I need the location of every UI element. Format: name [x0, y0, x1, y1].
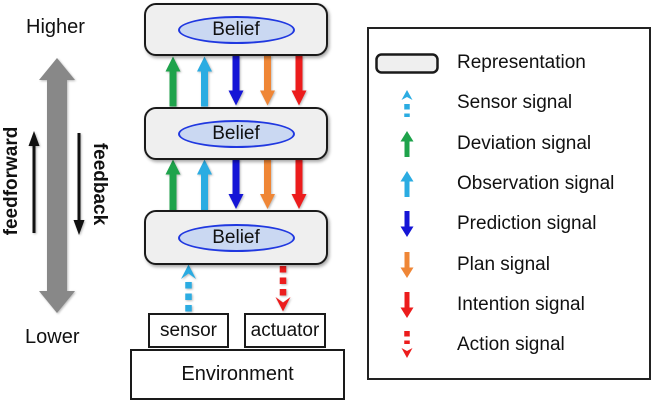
legend-item-label: Deviation signal — [457, 132, 592, 154]
observation-signal-arrow — [197, 159, 212, 210]
legend: Representation Sensor signal Deviation s… — [367, 27, 651, 380]
legend-item-label: Sensor signal — [457, 92, 573, 114]
legend-item-label: Prediction signal — [457, 213, 597, 235]
deviation-signal-arrow — [165, 159, 181, 210]
lower-label: Lower — [25, 326, 80, 348]
belief-ellipse: Belief — [177, 119, 295, 148]
belief-label: Belief — [212, 226, 260, 248]
hierarchy-double-arrow — [39, 58, 75, 313]
intention-signal-icon — [369, 291, 445, 319]
belief-ellipse: Belief — [177, 15, 295, 44]
higher-label: Higher — [26, 16, 85, 38]
belief-box-top: Belief — [144, 3, 328, 56]
prediction-signal-arrow — [228, 55, 244, 106]
legend-item-label: Representation — [457, 52, 586, 74]
deviation-signal-arrow — [165, 56, 181, 107]
observation-signal-icon — [369, 170, 445, 198]
intention-signal-arrow — [291, 158, 307, 209]
belief-label: Belief — [212, 18, 260, 40]
sensor-label: sensor — [159, 319, 218, 341]
sensor-signal-arrow — [181, 264, 196, 313]
belief-ellipse: Belief — [177, 223, 295, 252]
legend-item-plan-signal: Plan signal — [369, 244, 649, 284]
legend-item-action-signal: Action signal — [369, 325, 649, 365]
plan-signal-arrow — [260, 158, 275, 209]
belief-box-bottom: Belief — [144, 210, 328, 265]
prediction-signal-icon — [369, 210, 445, 238]
action-signal-arrow — [275, 266, 291, 312]
plan-signal-arrow — [260, 55, 275, 106]
action-signal-icon — [369, 331, 445, 359]
legend-item-label: Intention signal — [457, 293, 585, 315]
legend-item-intention-signal: Intention signal — [369, 285, 649, 325]
observation-signal-arrow — [197, 56, 212, 107]
sensor-box: sensor — [148, 313, 229, 348]
sensor-signal-icon — [369, 89, 445, 118]
intention-signal-arrow — [291, 55, 307, 106]
prediction-signal-arrow — [228, 158, 244, 209]
legend-item-observation-signal: Observation signal — [369, 164, 649, 204]
deviation-signal-icon — [369, 130, 445, 158]
legend-item-label: Observation signal — [457, 173, 615, 195]
belief-label: Belief — [212, 122, 260, 144]
legend-item-prediction-signal: Prediction signal — [369, 204, 649, 244]
actuator-label: actuator — [250, 319, 320, 341]
actuator-box: actuator — [244, 313, 326, 348]
environment-label: Environment — [181, 363, 294, 385]
legend-item-label: Plan signal — [457, 253, 550, 275]
feedback-arrow — [73, 133, 85, 235]
representation-icon — [369, 52, 445, 74]
legend-item-label: Action signal — [457, 334, 565, 356]
legend-item-deviation-signal: Deviation signal — [369, 124, 649, 164]
belief-box-middle: Belief — [144, 107, 328, 160]
legend-item-sensor-signal: Sensor signal — [369, 83, 649, 123]
legend-item-representation: Representation — [369, 43, 649, 83]
plan-signal-icon — [369, 251, 445, 279]
feedforward-arrow — [28, 131, 40, 233]
environment-box: Environment — [130, 349, 345, 400]
